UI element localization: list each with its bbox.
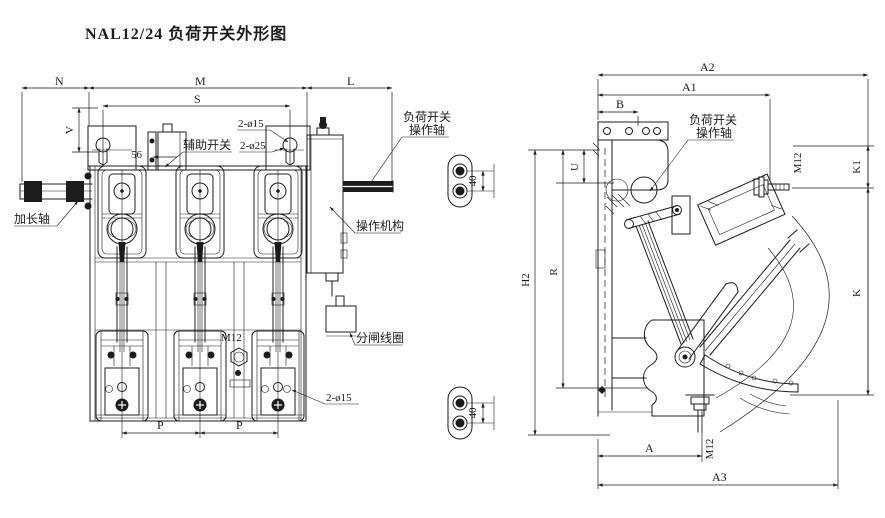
dim-h2: H2: [520, 273, 532, 286]
side-dims-right: K1 K M12: [790, 79, 874, 396]
front-callout-top-holes: 2-ø15 2-ø25: [237, 118, 289, 153]
front-trip-coil: 分闸线圈: [325, 280, 404, 346]
dim-p-right: P: [236, 418, 243, 432]
side-housing: [605, 139, 669, 215]
side-frame-plate: [595, 139, 652, 417]
label-op-shaft-side-2: 操作轴: [696, 125, 732, 140]
dim-56: 56: [131, 149, 143, 161]
front-extension-shaft: 加长轴: [14, 172, 93, 227]
side-upper-insulator: [697, 173, 790, 246]
side-top-bar: [592, 121, 669, 157]
dim-40-top: 40: [467, 175, 479, 187]
front-dim-v: V: [64, 107, 98, 153]
label-op-shaft-side-1: 负荷开关: [689, 113, 737, 127]
side-dims-bottom: A A3 M12: [597, 400, 839, 489]
front-mechanism-box: 操作机构: [306, 117, 404, 282]
dim-k1: K1: [851, 160, 863, 173]
dim-v: V: [64, 126, 76, 134]
dim-a3: A3: [712, 470, 727, 484]
dim-r: R: [548, 268, 560, 276]
side-link-arm: [624, 205, 682, 229]
page-title: NAL12/24 负荷开关外形图: [85, 24, 287, 43]
label-mechanism: 操作机构: [356, 218, 404, 233]
label-aux-switch: 辅助开关: [183, 138, 231, 152]
dim-p-left: P: [157, 418, 164, 432]
side-swing-arc: [715, 215, 830, 433]
label-2d15-bottom: 2-ø15: [326, 392, 352, 404]
label-2d25: 2-ø25: [240, 140, 266, 152]
dim-a2: A2: [700, 60, 715, 74]
label-extension-shaft: 加长轴: [14, 211, 50, 226]
dim-l: L: [347, 74, 354, 88]
dim-m: M: [195, 74, 206, 88]
side-blade-pack: [635, 220, 694, 345]
front-dim-chain-top: N M L: [21, 74, 393, 182]
dim-m12-front: M12: [221, 332, 242, 344]
dim-a: A: [645, 441, 654, 455]
dim-b: B: [616, 97, 624, 111]
front-m12-nut: M12: [221, 332, 251, 388]
dim-a1: A1: [682, 80, 697, 94]
mounting-fitting-bottom: 40: [448, 387, 494, 439]
front-dim-56: 56: [131, 149, 177, 161]
label-2d15-top: 2-ø15: [238, 118, 264, 130]
dim-m12-top: M12: [792, 153, 804, 174]
front-aux-switch: 辅助开关: [147, 123, 232, 171]
label-trip-coil: 分闸线圈: [356, 331, 404, 345]
label-op-shaft-1: 负荷开关: [403, 110, 451, 124]
dim-s: S: [194, 92, 201, 106]
dim-40-bottom: 40: [467, 407, 479, 419]
side-op-shaft-circle: [630, 176, 658, 204]
front-callout-bottom-holes: 2-ø15: [283, 385, 359, 405]
side-callout-op-shaft: 负荷开关 操作轴: [649, 113, 737, 192]
side-view: A2 A1 B U R H2 K1 K M12: [520, 60, 874, 489]
dim-u: U: [569, 163, 581, 171]
front-callout-op-shaft: 负荷开关 操作轴: [368, 110, 451, 186]
front-view: N M L S V 56: [14, 74, 451, 438]
mounting-fitting-top: 40: [448, 155, 494, 207]
label-op-shaft-2: 操作轴: [409, 122, 445, 137]
dim-m12-bottom: M12: [704, 439, 716, 460]
dim-k: K: [851, 289, 863, 297]
side-dims-left: U R H2: [520, 149, 648, 436]
side-dims-top: A2 A1 B: [597, 60, 869, 180]
front-dim-p: P P: [121, 418, 279, 435]
side-lower-assembly: [611, 229, 810, 433]
dim-n: N: [55, 74, 64, 88]
